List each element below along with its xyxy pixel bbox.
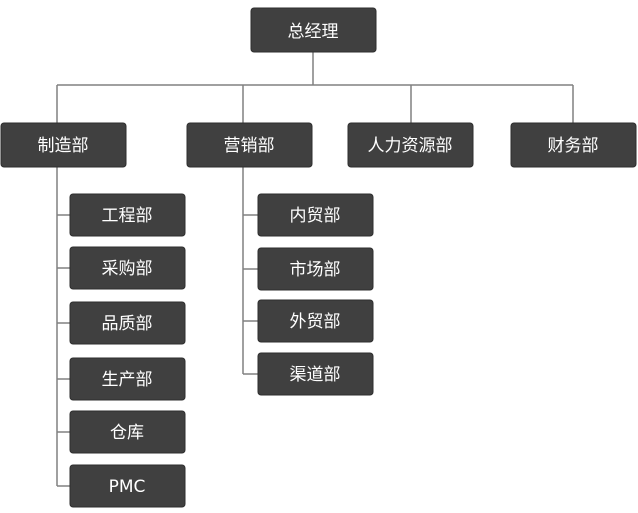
connector-lines bbox=[56, 52, 574, 487]
sub-quality-box: 品质部 bbox=[69, 301, 186, 345]
sub-channel-box: 渠道部 bbox=[257, 352, 374, 396]
ceo-label: 总经理 bbox=[288, 22, 339, 42]
sub-market-box: 市场部 bbox=[257, 247, 374, 291]
sub-production-box: 生产部 bbox=[69, 357, 186, 401]
dept-hr-box: 人力资源部 bbox=[347, 122, 474, 168]
sub-domestic-trade-label: 内贸部 bbox=[290, 206, 341, 226]
ceo-box: 总经理 bbox=[250, 7, 377, 53]
dept-hr-label: 人力资源部 bbox=[368, 136, 453, 156]
sub-quality-label: 品质部 bbox=[102, 314, 153, 334]
sub-warehouse-box: 仓库 bbox=[69, 410, 186, 454]
sub-warehouse-label: 仓库 bbox=[110, 423, 144, 443]
sub-foreign-trade-box: 外贸部 bbox=[257, 299, 374, 343]
dept-marketing-label: 营销部 bbox=[224, 136, 275, 156]
sub-foreign-trade-label: 外贸部 bbox=[290, 312, 341, 332]
sub-pmc-label: PMC bbox=[109, 477, 146, 497]
sub-market-label: 市场部 bbox=[290, 260, 341, 280]
sub-engineering-box: 工程部 bbox=[69, 193, 186, 237]
dept-finance-label: 财务部 bbox=[548, 136, 599, 156]
sub-purchasing-box: 采购部 bbox=[69, 246, 186, 290]
sub-channel-label: 渠道部 bbox=[290, 365, 341, 385]
dept-finance-box: 财务部 bbox=[510, 122, 637, 168]
dept-manufacturing-label: 制造部 bbox=[38, 136, 89, 156]
sub-production-label: 生产部 bbox=[102, 370, 153, 390]
sub-engineering-label: 工程部 bbox=[102, 206, 153, 226]
sub-pmc-box: PMC bbox=[69, 464, 186, 508]
sub-domestic-trade-box: 内贸部 bbox=[257, 193, 374, 237]
dept-manufacturing-box: 制造部 bbox=[0, 122, 127, 168]
dept-marketing-box: 营销部 bbox=[186, 122, 313, 168]
sub-purchasing-label: 采购部 bbox=[102, 259, 153, 279]
